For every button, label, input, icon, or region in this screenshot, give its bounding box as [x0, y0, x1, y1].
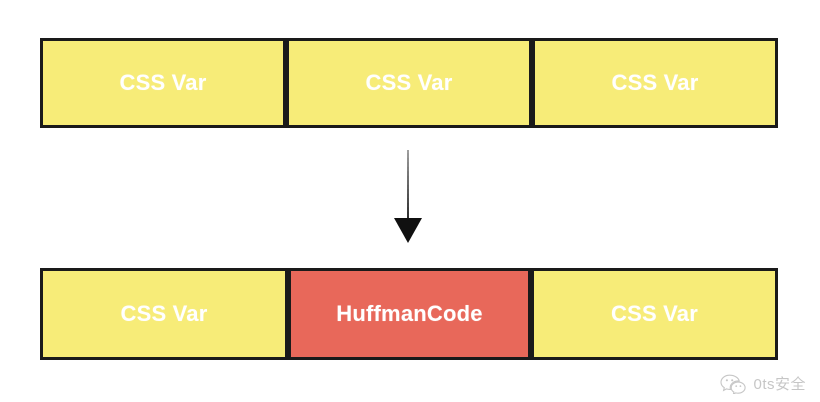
block-label: CSS Var — [611, 70, 699, 95]
block-label: CSS Var — [610, 301, 698, 326]
block-css-var[interactable]: CSS Var — [40, 38, 286, 128]
bottom-block-row: CSS Var HuffmanCode CSS Var — [40, 268, 778, 360]
top-block-row: CSS Var CSS Var CSS Var — [40, 38, 778, 128]
block-huffman-code[interactable]: HuffmanCode — [288, 268, 531, 360]
block-label: CSS Var — [119, 70, 207, 95]
block-label: CSS Var — [365, 70, 453, 95]
watermark: 0ts安全 — [720, 373, 806, 395]
block-css-var[interactable]: CSS Var — [532, 38, 778, 128]
block-css-var[interactable]: CSS Var — [40, 268, 288, 360]
block-label: HuffmanCode — [336, 301, 483, 326]
down-arrow-icon — [386, 148, 430, 248]
wechat-icon — [720, 374, 747, 395]
block-css-var[interactable]: CSS Var — [531, 268, 778, 360]
watermark-label: 0ts安全 — [753, 376, 806, 393]
block-label: CSS Var — [120, 301, 208, 326]
block-css-var[interactable]: CSS Var — [286, 38, 532, 128]
